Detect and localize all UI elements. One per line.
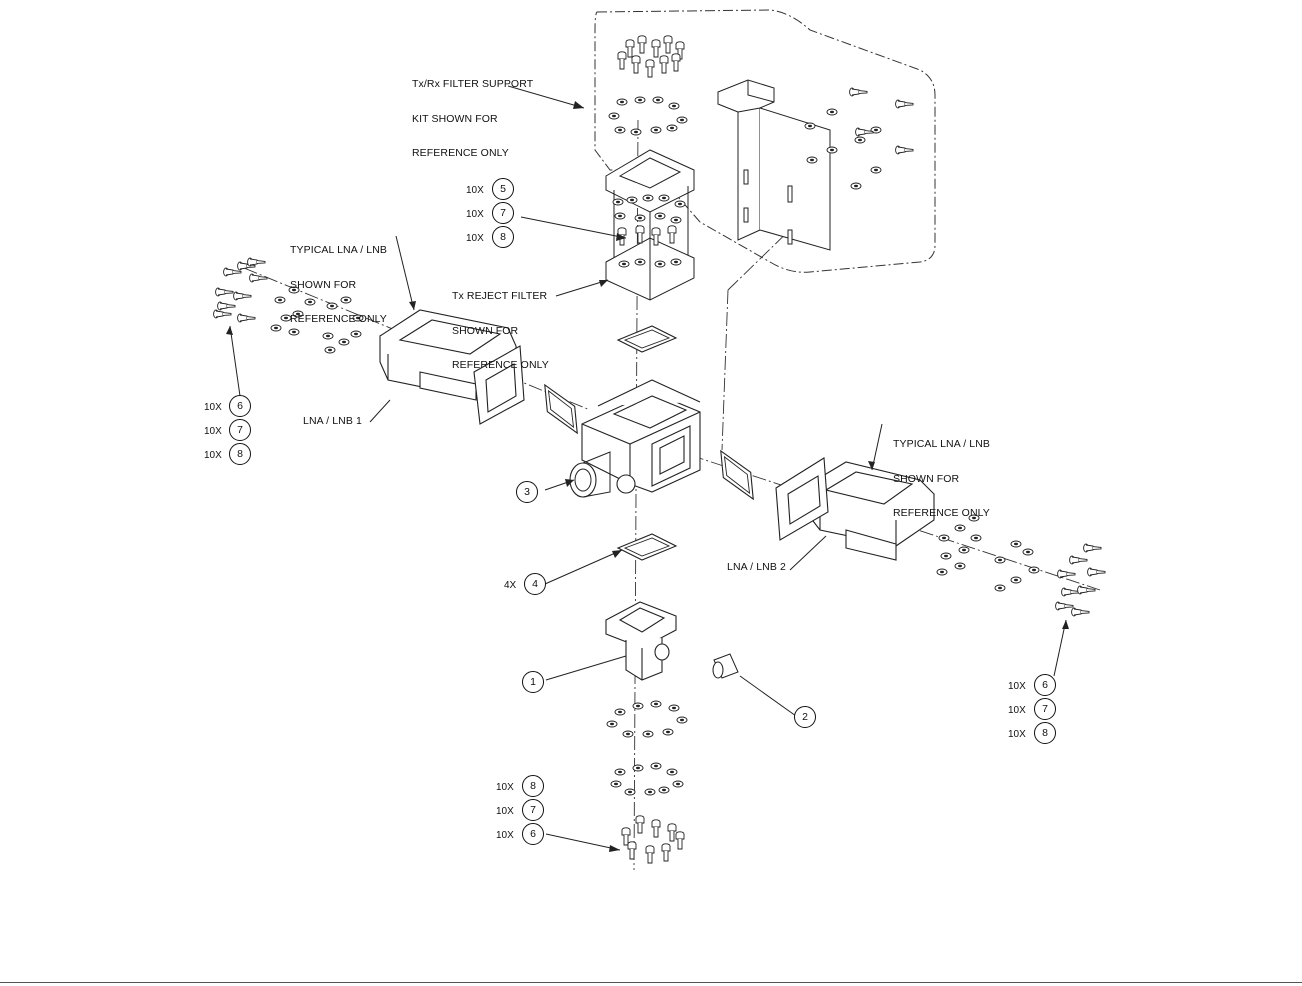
- note-line: TYPICAL LNA / LNB: [893, 438, 991, 450]
- item-balloon: 6: [522, 823, 544, 845]
- qty-label: 10X: [1008, 681, 1026, 692]
- note-line: TYPICAL LNA / LNB: [290, 244, 388, 256]
- qty-label: 10X: [496, 830, 514, 841]
- note-line: REFERENCE ONLY: [290, 313, 387, 325]
- item-balloon-2: 2: [794, 706, 816, 728]
- item-balloon: 7: [1034, 698, 1056, 720]
- label-lna-lnb-1: LNA / LNB 1: [303, 415, 362, 427]
- note-tx-reject-filter: Tx REJECT FILTER SHOWN FOR REFERENCE ONL…: [452, 268, 549, 383]
- note-filter-support-kit: Tx/Rx FILTER SUPPORT KIT SHOWN FOR REFER…: [412, 56, 533, 171]
- item-balloon: 8: [522, 775, 544, 797]
- label-lna-lnb-2: LNA / LNB 2: [727, 561, 786, 573]
- note-line: SHOWN FOR: [893, 472, 960, 485]
- item-balloon-1: 1: [522, 671, 544, 693]
- note-line: REFERENCE ONLY: [893, 507, 990, 519]
- item-balloon: 8: [492, 226, 514, 248]
- lna-right: [775, 457, 935, 561]
- lna-left: [379, 309, 525, 425]
- leader-arrowheads: [226, 101, 1069, 852]
- item-balloon: 6: [229, 395, 251, 417]
- item-balloon: 7: [522, 799, 544, 821]
- qty-label: 10X: [466, 209, 484, 220]
- note-line: Tx/Rx FILTER SUPPORT: [412, 78, 534, 90]
- note-line: REFERENCE ONLY: [452, 359, 549, 371]
- qty-label: 10X: [466, 185, 484, 196]
- filter-support-bracket: [717, 79, 831, 251]
- tx-reject-filter: [605, 149, 695, 301]
- note-line: REFERENCE ONLY: [412, 147, 509, 159]
- qty-label: 10X: [496, 782, 514, 793]
- qty-label-gasket: 4X: [504, 580, 517, 591]
- qty-label: 10X: [496, 806, 514, 817]
- input-flange: [569, 451, 611, 498]
- bottom-transition: [605, 601, 677, 681]
- central-waveguide-block: [581, 379, 701, 494]
- qty-label: 10X: [204, 426, 222, 437]
- item-balloon-4: 4: [524, 573, 546, 595]
- adapter-item-2: [712, 653, 739, 679]
- item-balloon: 6: [1034, 674, 1056, 696]
- note-line: SHOWN FOR: [290, 278, 357, 291]
- note-line: SHOWN FOR: [452, 324, 519, 337]
- page-bottom-rule: [0, 982, 1302, 983]
- note-line: KIT SHOWN FOR: [412, 112, 498, 125]
- qty-label: 10X: [466, 233, 484, 244]
- filter-kit-boundary: [594, 9, 936, 273]
- note-line: Tx REJECT FILTER: [452, 290, 548, 302]
- item-balloon: 5: [492, 178, 514, 200]
- leader-lines: [229, 85, 1067, 851]
- note-lna-right: TYPICAL LNA / LNB SHOWN FOR REFERENCE ON…: [893, 416, 990, 531]
- item-balloon-3: 3: [516, 481, 538, 503]
- qty-label: 10X: [204, 450, 222, 461]
- qty-label: 10X: [1008, 729, 1026, 740]
- item-balloon: 7: [229, 419, 251, 441]
- note-lna-left: TYPICAL LNA / LNB SHOWN FOR REFERENCE ON…: [290, 222, 387, 337]
- item-balloon: 7: [492, 202, 514, 224]
- item-balloon: 8: [1034, 722, 1056, 744]
- item-balloon: 8: [229, 443, 251, 465]
- qty-label: 10X: [204, 402, 222, 413]
- top-bolts: [617, 35, 685, 78]
- top-washers: [608, 96, 688, 136]
- qty-label: 10X: [1008, 705, 1026, 716]
- bottom-hardware: [606, 700, 688, 864]
